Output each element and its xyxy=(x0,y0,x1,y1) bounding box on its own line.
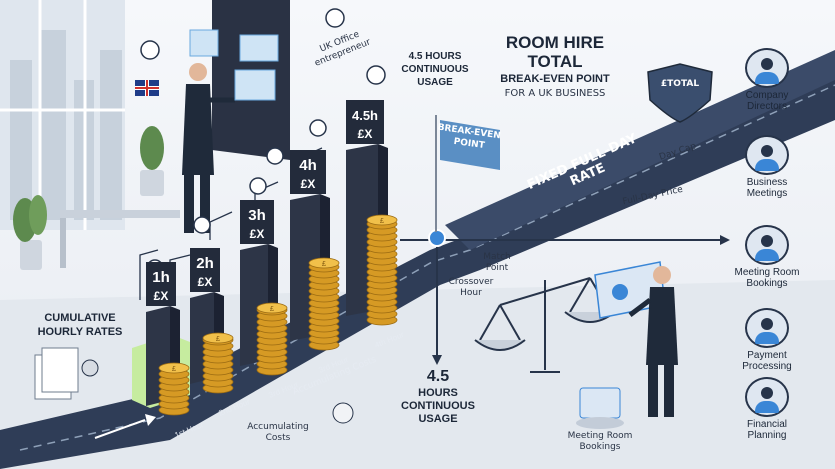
businessman-left xyxy=(182,63,235,233)
plant-window xyxy=(140,126,164,196)
bottom-note-line1: 4.5 xyxy=(426,368,450,385)
bottom-meeting-line1: Meeting Room xyxy=(567,431,633,441)
coin-symbol: £ xyxy=(380,218,384,225)
crossover-line2: Hour xyxy=(460,288,482,298)
crossover-line1: Crossover xyxy=(448,277,494,287)
coin-symbol: £ xyxy=(172,366,176,373)
bar-price-label: £X xyxy=(250,227,265,241)
calculator-icon xyxy=(745,377,789,417)
right-item-line1: Business xyxy=(746,177,788,188)
bar-price-label: £X xyxy=(358,127,373,141)
top-note-line1: 4.5 HOURS xyxy=(408,51,462,62)
shield-label: £TOTAL xyxy=(660,79,700,89)
bar-step-label: 2nd Hour xyxy=(217,397,251,418)
coin-symbol: £ xyxy=(216,336,220,343)
right-item-line2: Processing xyxy=(742,361,792,372)
coin-top xyxy=(366,214,398,226)
booking-icon xyxy=(745,225,789,265)
bar-hours-label: 4.5h xyxy=(352,108,378,123)
bar-hours-label: 1h xyxy=(152,269,170,286)
coin-symbol: £ xyxy=(322,261,326,268)
bar-hours-label: 3h xyxy=(248,207,266,224)
bar-hours-label: 4h xyxy=(299,157,317,174)
payment-icon xyxy=(745,308,789,348)
accumulating-note-line1: Accumulating xyxy=(247,422,309,432)
bar-price-label: £X xyxy=(301,177,316,191)
bar-step-label: 1st Hour xyxy=(173,420,205,440)
right-item-line1: Financial xyxy=(746,419,788,430)
left-label-line1: CUMULATIVE xyxy=(44,312,116,324)
coin-top xyxy=(158,362,190,374)
match-point-line1: Match xyxy=(483,252,511,262)
right-item-line1: Meeting Room xyxy=(734,267,800,278)
top-note-line2: CONTINUOUS xyxy=(401,64,469,75)
match-point-line2: Point xyxy=(485,263,509,273)
right-item-line2: Bookings xyxy=(746,278,788,289)
break-even-flag xyxy=(440,120,500,170)
coin-symbol: £ xyxy=(270,306,274,313)
bottom-note-line4: USAGE xyxy=(418,413,458,425)
meeting-icon xyxy=(745,135,789,175)
bar-price-label: £X xyxy=(198,275,213,289)
bar-hours-label: 2h xyxy=(196,255,214,272)
right-item-line2: Meetings xyxy=(746,188,788,199)
cost-bar-4: 4h£X£3rd Hour xyxy=(290,150,350,375)
bar-step-label: 4th Hour xyxy=(373,330,405,350)
total-shield xyxy=(647,63,713,123)
cost-bar-1: 1h £X £1st Hour xyxy=(146,262,205,440)
right-item-line1: Company xyxy=(745,90,789,101)
title-line1: ROOM HIRE xyxy=(505,33,605,52)
left-label-line2: HOURLY RATES xyxy=(37,326,123,338)
office-window xyxy=(0,0,125,230)
coin-top xyxy=(308,257,340,269)
accumulating-note-line2: Costs xyxy=(265,433,291,443)
bottom-meeting-line2: Bookings xyxy=(579,442,621,452)
title-line3: BREAK-EVEN POINT xyxy=(500,73,610,85)
directors-icon xyxy=(745,48,789,88)
right-item-line2: Directors xyxy=(746,101,787,112)
coin-top xyxy=(202,332,234,344)
cost-bar-5: 4.5h £X £4th Hour xyxy=(346,100,406,350)
businessman-right xyxy=(628,266,678,417)
right-item-line2: Planning xyxy=(747,430,787,441)
bottom-note-line3: CONTINUOUS xyxy=(401,400,475,412)
cost-bar-2: 2h £X £2nd Hour xyxy=(190,248,252,418)
cost-bar-3: 3h£X£3rd Hour xyxy=(240,200,300,400)
plant-left xyxy=(13,195,47,270)
top-note-line3: USAGE xyxy=(417,77,453,88)
right-item-line1: Payment xyxy=(747,350,787,361)
holo-screen xyxy=(239,34,279,62)
bar-price-label: £X xyxy=(154,289,169,303)
bottom-note-line2: HOURS xyxy=(418,387,458,399)
title-line2: TOTAL xyxy=(527,52,583,71)
coin-top xyxy=(256,302,288,314)
title-line4: FOR A UK BUSINESS xyxy=(504,88,606,99)
